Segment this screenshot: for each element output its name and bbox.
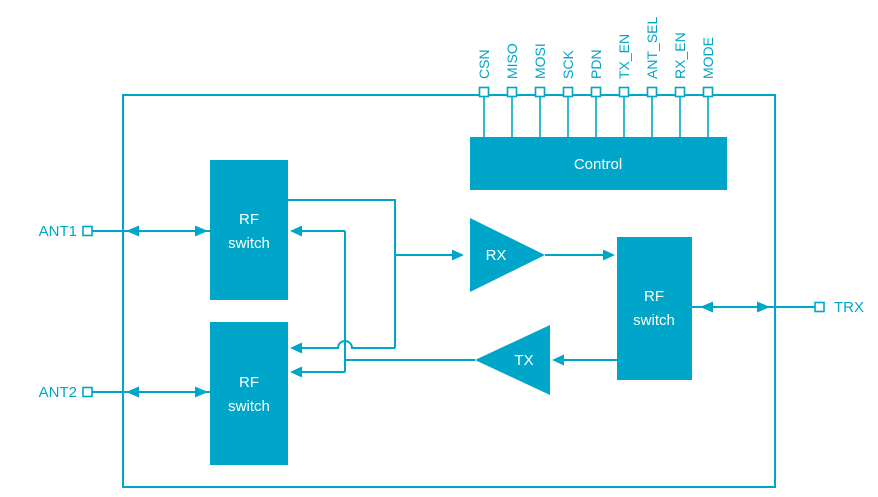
rf-switch-trx-label-line1: RF	[644, 288, 664, 305]
pin-mosi-square	[534, 86, 546, 98]
pin-pdn: PDN	[588, 49, 604, 137]
pin-tx-en-square	[618, 86, 630, 98]
pin-mode-square	[702, 86, 714, 98]
rf-switch-trx: RF switch	[617, 237, 692, 380]
tx-switch1-arrow	[290, 225, 302, 237]
tx-path	[290, 225, 617, 378]
pin-tx-en: TX_EN	[616, 34, 632, 137]
control-block: Control	[470, 137, 727, 190]
rf-switch-ant2-label-line2: switch	[228, 398, 270, 415]
pin-miso: MISO	[504, 43, 520, 137]
ant2-arrow-left	[126, 386, 139, 398]
pin-mode-label: MODE	[700, 37, 716, 79]
tx-distribution-wire	[302, 230, 475, 373]
pin-tx-en-label: TX_EN	[616, 34, 632, 79]
pin-mosi: MOSI	[532, 43, 548, 137]
rf-switch-ant2: RF switch	[210, 322, 288, 465]
port-ant1: ANT1	[39, 223, 210, 240]
pin-csn: CSN	[476, 49, 492, 137]
pin-ant-sel: ANT_SEL	[644, 17, 660, 137]
module-boundary	[122, 94, 776, 488]
pin-rx-en-square	[674, 86, 686, 98]
rf-switch-ant2-body	[210, 322, 288, 465]
rf-switch-ant1-label-line1: RF	[239, 211, 259, 228]
pin-mode: MODE	[700, 37, 716, 137]
port-ant2-pin-square	[82, 386, 93, 398]
rx-path-wire	[288, 199, 396, 348]
rx-amplifier-body	[470, 218, 545, 292]
pin-mosi-label: MOSI	[532, 43, 548, 79]
tx-amplifier: TX	[475, 325, 550, 395]
pin-sck-label: SCK	[560, 50, 576, 79]
ant1-arrow-right	[195, 225, 208, 237]
port-trx-pin-square	[814, 301, 825, 313]
control-block-body	[470, 137, 727, 190]
rf-switch-ant1-body	[210, 160, 288, 300]
tx-amplifier-body	[475, 325, 550, 395]
rf-switch-trx-body	[617, 237, 692, 380]
rf-switch-ant1: RF switch	[210, 160, 288, 300]
pin-ant-sel-square	[646, 86, 658, 98]
pin-rx-en: RX_EN	[672, 32, 688, 137]
trx-arrow-left	[700, 301, 713, 313]
pin-csn-label: CSN	[476, 49, 492, 79]
top-pins: CSN MISO MOSI SCK PDN TX_EN	[476, 17, 716, 137]
tx-switch2-arrow	[290, 366, 302, 378]
port-trx-label: TRX	[834, 299, 864, 316]
port-ant2-label: ANT2	[39, 384, 77, 401]
pin-ant-sel-label: ANT_SEL	[644, 17, 660, 79]
ant2-arrow-right	[195, 386, 208, 398]
rx-amplifier: RX	[470, 218, 545, 292]
pin-sck-square	[562, 86, 574, 98]
tx-amplifier-label: TX	[514, 352, 533, 369]
rx-to-switch2-wire	[302, 340, 395, 349]
pin-miso-label: MISO	[504, 43, 520, 79]
rx-path	[288, 199, 615, 354]
rx-switch2-arrow	[290, 342, 302, 354]
rf-switch-ant2-label-line1: RF	[239, 374, 259, 391]
trx-arrow-right	[757, 301, 770, 313]
pin-csn-square	[478, 86, 490, 98]
port-ant1-pin-square	[82, 225, 93, 237]
pin-rx-en-label: RX_EN	[672, 32, 688, 79]
pin-miso-square	[506, 86, 518, 98]
port-trx: TRX	[692, 299, 864, 316]
control-block-label: Control	[574, 156, 622, 173]
ant1-arrow-left	[126, 225, 139, 237]
pin-pdn-label: PDN	[588, 49, 604, 79]
pin-sck: SCK	[560, 50, 576, 137]
tx-amp-input-arrow	[552, 354, 564, 366]
port-ant1-label: ANT1	[39, 223, 77, 240]
rx-amplifier-label: RX	[486, 247, 507, 264]
port-ant2: ANT2	[39, 384, 210, 401]
rx-amp-input-arrow	[452, 249, 464, 261]
rf-switch-ant1-label-line2: switch	[228, 235, 270, 252]
rx-amp-output-arrow	[603, 249, 615, 261]
pin-pdn-square	[590, 86, 602, 98]
rf-switch-trx-label-line2: switch	[633, 312, 675, 329]
